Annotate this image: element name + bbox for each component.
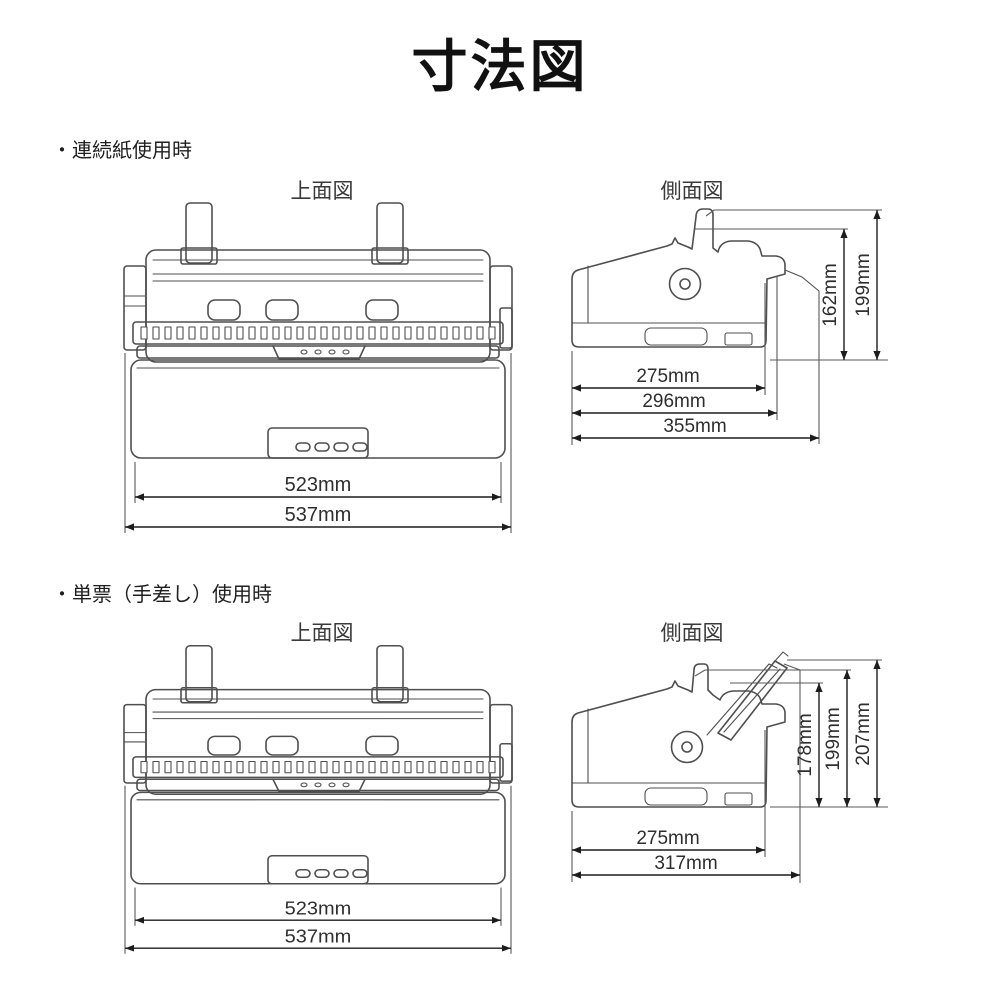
side-view-dimensions: 178mm 199mm 207mm 275mm 317mm [571, 659, 888, 883]
extension-lines [571, 209, 888, 445]
height-dim-label-199: 199mm [853, 253, 874, 316]
side-view-diagram-cut-sheet: 178mm 199mm 207mm 275mm 317mm [571, 651, 888, 883]
control-panel [267, 427, 369, 459]
depth-dim-label-275: 275mm [636, 828, 699, 849]
depth-dim-label-317: 317mm [654, 853, 717, 874]
control-panel [267, 855, 369, 885]
top-view-label-1: 上面図 [290, 180, 354, 203]
sheet-feed-tray [706, 651, 789, 741]
side-view-label-1: 側面図 [660, 180, 724, 203]
top-width-inner-dim-label: 523mm [285, 898, 352, 919]
platen-knob [670, 730, 704, 764]
side-view-diagram-continuous: 162mm 199mm 275mm 296mm 355mm [571, 208, 888, 445]
platen-knob [668, 267, 702, 301]
height-dim-label-162: 162mm [820, 263, 841, 326]
depth-dim-label-275: 275mm [636, 366, 699, 387]
height-dim-label-207: 207mm [853, 702, 874, 765]
top-view-dimensions: 523mm 537mm [124, 353, 512, 533]
height-dim-label-178: 178mm [795, 713, 816, 776]
printer-side-view-drawing [571, 651, 789, 808]
top-width-inner-dim-label: 523mm [285, 474, 352, 496]
top-view-diagram-continuous: 523mm 537mm [123, 202, 513, 533]
printer-top-view-drawing [123, 645, 513, 885]
depth-dim-label-296: 296mm [642, 391, 705, 412]
top-view-dimensions: 523mm 537mm [124, 785, 512, 954]
top-width-outer-dim-label: 537mm [285, 926, 352, 947]
section-label-continuous-paper: ・連続紙使用時 [52, 140, 192, 162]
section-label-cut-sheet: ・単票（手差し）使用時 [52, 584, 272, 606]
side-view-dimensions: 162mm 199mm 275mm 296mm 355mm [571, 209, 888, 445]
height-dim-label-199: 199mm [823, 707, 844, 770]
top-view-diagram-cut-sheet: 523mm 537mm [123, 645, 513, 954]
printer-side-view-drawing [571, 208, 820, 348]
top-view-label-2: 上面図 [290, 622, 354, 645]
depth-dim-label-355: 355mm [663, 416, 726, 437]
top-width-outer-dim-label: 537mm [285, 504, 352, 526]
page-title: 寸法図 [411, 35, 589, 98]
side-view-label-2: 側面図 [660, 622, 724, 645]
printer-top-view-drawing [123, 202, 513, 459]
extension-lines [571, 659, 888, 883]
